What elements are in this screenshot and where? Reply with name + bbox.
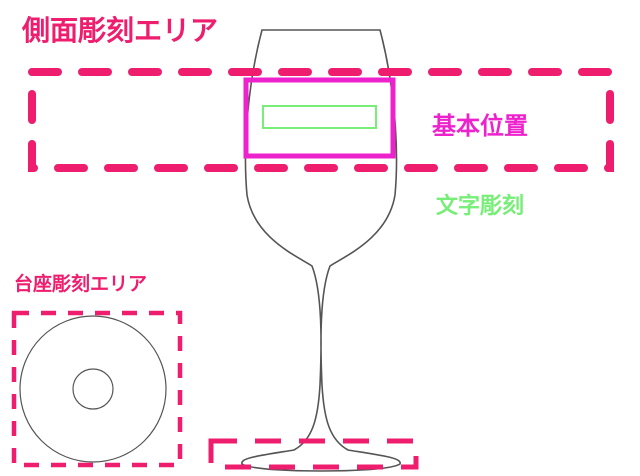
- pedestal-area-label: 台座彫刻エリア: [14, 272, 147, 295]
- base-position-box: [243, 77, 396, 159]
- pedestal-engraving-area: [11, 310, 183, 468]
- side-engraving-area: [28, 68, 614, 172]
- text-engraving-label: 文字彫刻: [436, 193, 524, 219]
- side-area-label: 側面彫刻エリア: [21, 14, 218, 47]
- base-position-label: 基本位置: [432, 112, 528, 140]
- wine-glass-outline: [241, 29, 401, 472]
- text-engraving-box: [262, 105, 377, 129]
- pedestal-inner-circle: [72, 368, 114, 410]
- pedestal-outer-circle: [19, 315, 167, 463]
- glass-base-engraving-area: [208, 438, 419, 470]
